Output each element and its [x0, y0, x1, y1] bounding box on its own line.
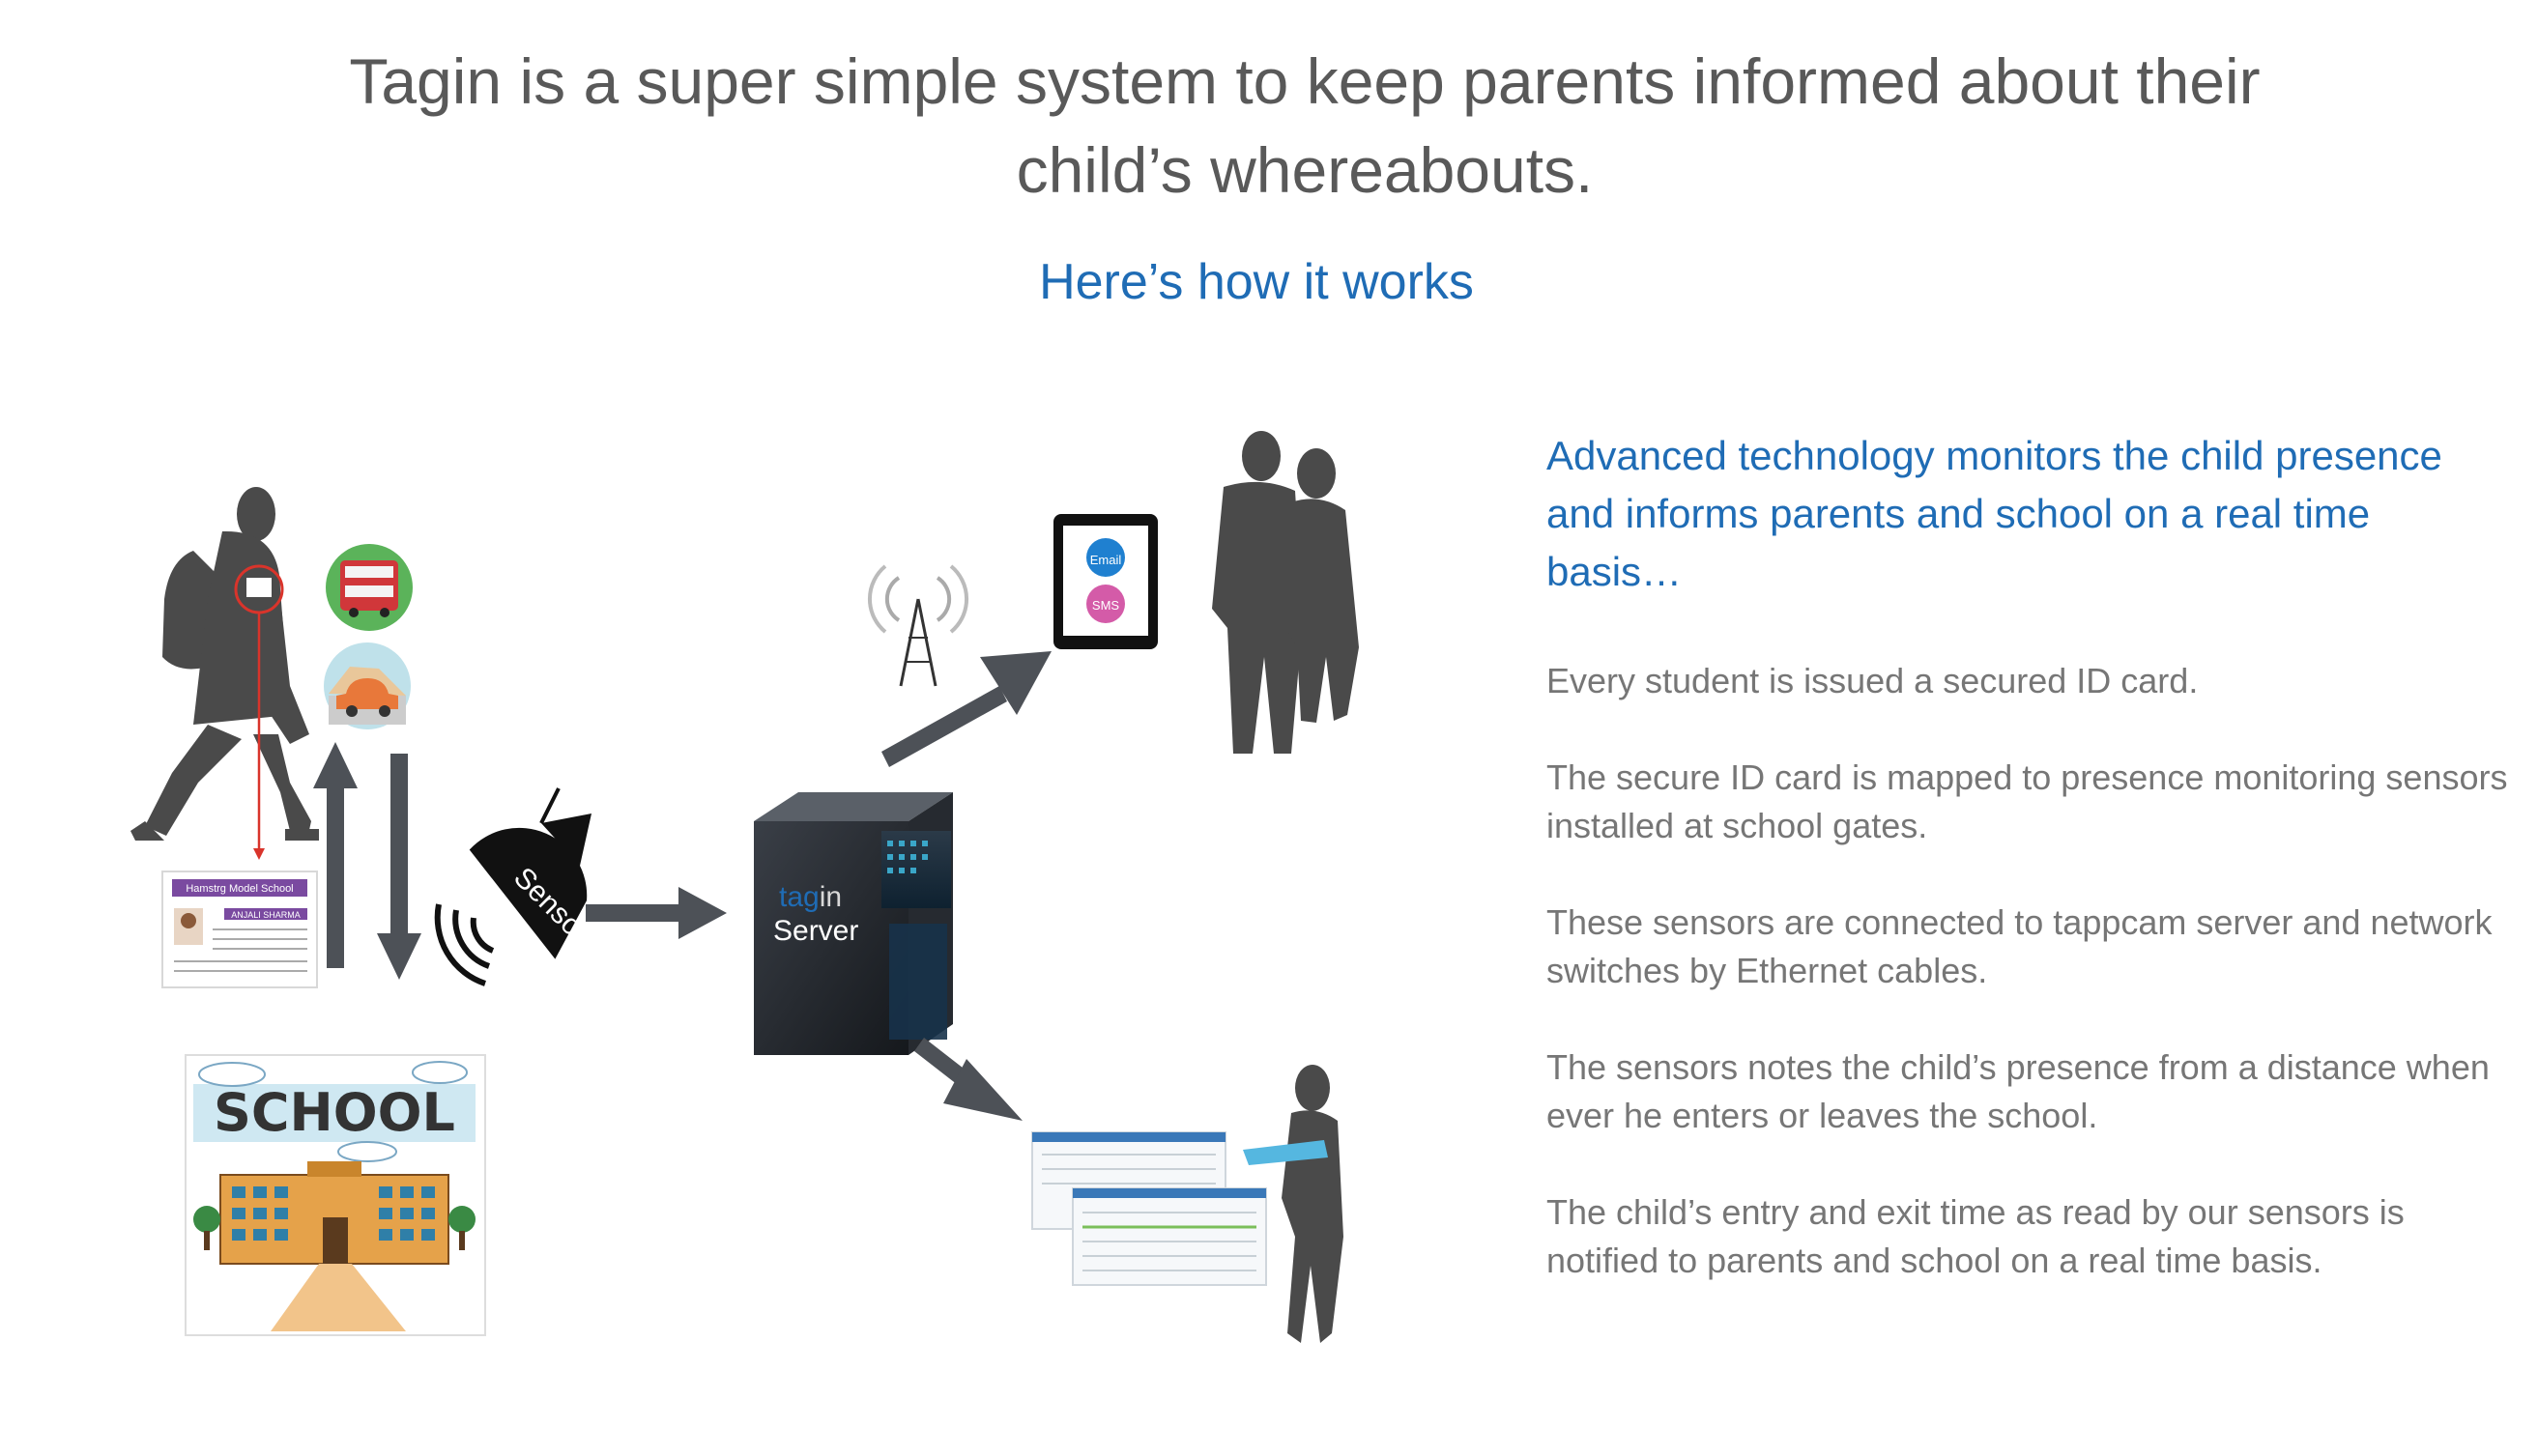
email-badge: Email: [1090, 553, 1122, 567]
up-arrow: [313, 742, 358, 968]
step-1: Every student is issued a secured ID car…: [1546, 661, 2199, 700]
bus-icon: [326, 544, 413, 631]
id-card-school: Hamstrg Model School: [186, 883, 293, 895]
down-arrow: [377, 754, 421, 980]
radio-tower-icon: [868, 564, 968, 687]
sms-badge: SMS: [1092, 598, 1120, 613]
server-to-parents-arrow: [881, 651, 1052, 767]
server-to-school-arrow: [914, 1038, 1023, 1121]
sensor-icon: Sensor: [434, 787, 595, 986]
tagin-server: tagin Server: [754, 792, 953, 1055]
page-subtitle: Here’s how it works: [1039, 254, 1474, 310]
school-staff-silhouette: [1282, 1065, 1343, 1343]
id-card-name: ANJALI SHARMA: [231, 910, 301, 920]
id-card: Hamstrg Model School ANJALI SHARMA: [161, 871, 318, 988]
tablet-device: Email SMS: [1053, 514, 1158, 649]
step-3: These sensors are connected to tappcam s…: [1546, 902, 2493, 990]
info-heading: Advanced technology monitors the child p…: [1546, 433, 2442, 594]
student-silhouette: [130, 487, 319, 841]
server-brand: tagin: [779, 881, 842, 913]
server-label: Server: [773, 915, 858, 947]
sensor-to-server-arrow: [586, 887, 727, 939]
report-screens: [1031, 1131, 1267, 1286]
system-diagram: Hamstrg Model School ANJALI SHARMA SCHOO…: [130, 431, 1359, 1343]
page-title: Tagin is a super simple system to keep p…: [349, 45, 2261, 206]
school-label: SCHOOL: [214, 1082, 455, 1143]
car-icon: [324, 642, 411, 729]
step-2: The secure ID card is mapped to presence…: [1546, 757, 2508, 845]
parents-silhouette: [1212, 431, 1359, 754]
folder-icon: [1243, 1140, 1328, 1165]
step-4: The sensors notes the child’s presence f…: [1546, 1047, 2490, 1135]
steps-list: Every student is issued a secured ID car…: [1546, 657, 2513, 1333]
step-5: The child’s entry and exit time as read …: [1546, 1192, 2405, 1280]
school-illustration: SCHOOL: [185, 1054, 486, 1336]
